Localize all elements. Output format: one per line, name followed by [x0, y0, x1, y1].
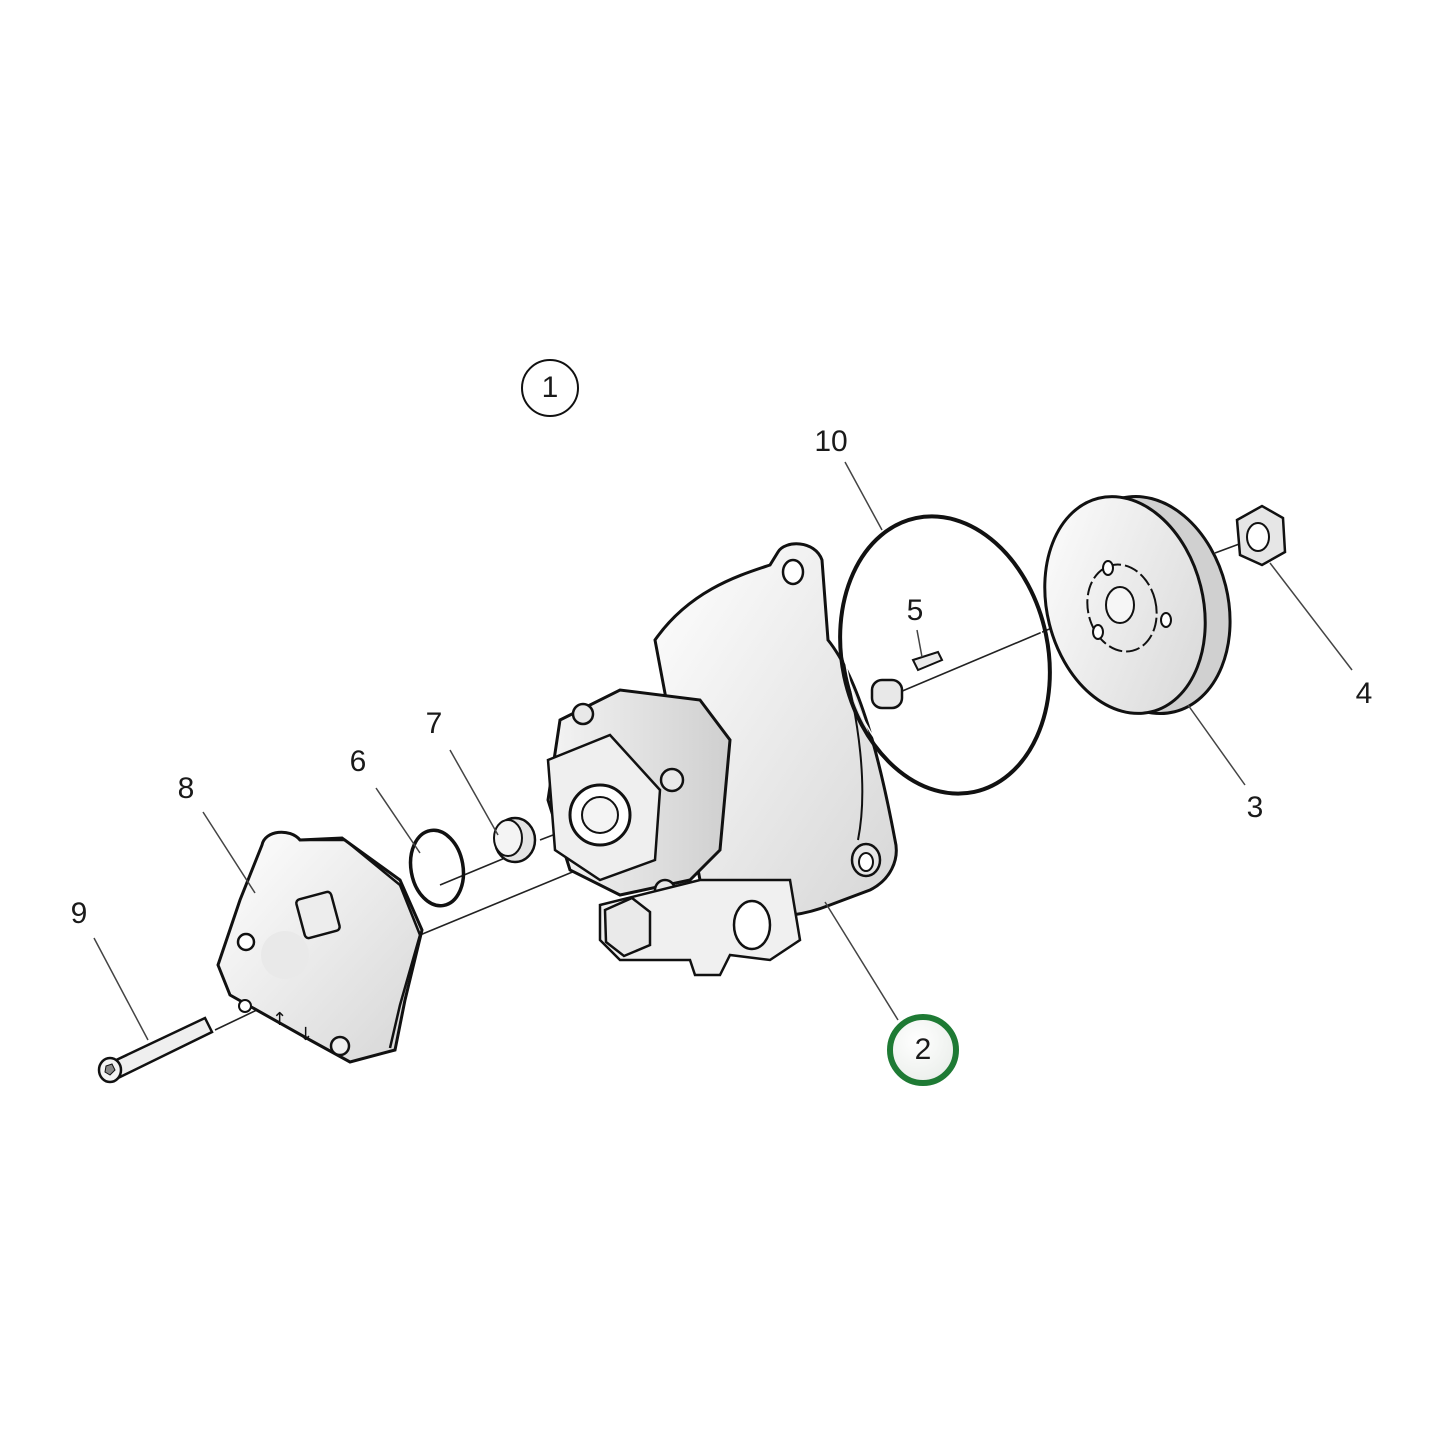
- callout-label-9[interactable]: 9: [70, 897, 88, 930]
- assembly-callout-1[interactable]: 1: [521, 359, 579, 417]
- small-o-ring-part[interactable]: [405, 826, 469, 910]
- svg-text:↑: ↑: [272, 1009, 287, 1030]
- castle-nut-part[interactable]: [1235, 504, 1287, 567]
- pump-cover-part[interactable]: ↑ ↓: [216, 830, 424, 1064]
- callout-label-8[interactable]: 8: [177, 772, 195, 805]
- callout-label-5[interactable]: 5: [906, 594, 924, 627]
- woodruff-key-part[interactable]: [911, 650, 944, 672]
- coupling-part[interactable]: [493, 816, 537, 864]
- leader-lines: [93, 461, 1353, 1041]
- large-o-ring-part[interactable]: [815, 497, 1075, 814]
- highlighted-callout-2[interactable]: 2: [887, 1014, 959, 1086]
- callout-label-3[interactable]: 3: [1246, 791, 1264, 824]
- drive-flange-part[interactable]: [1023, 479, 1253, 731]
- callout-label-4[interactable]: 4: [1355, 677, 1373, 710]
- bolt-part[interactable]: [97, 1016, 214, 1084]
- callout-label-10[interactable]: 10: [814, 425, 848, 458]
- pump-housing-part[interactable]: [546, 542, 904, 977]
- callout-label-6[interactable]: 6: [349, 745, 367, 778]
- assembly-callout-number: 1: [541, 371, 559, 404]
- callout-label-7[interactable]: 7: [425, 707, 443, 740]
- svg-text:↓: ↓: [298, 1024, 313, 1045]
- highlighted-callout-number: 2: [914, 1033, 932, 1066]
